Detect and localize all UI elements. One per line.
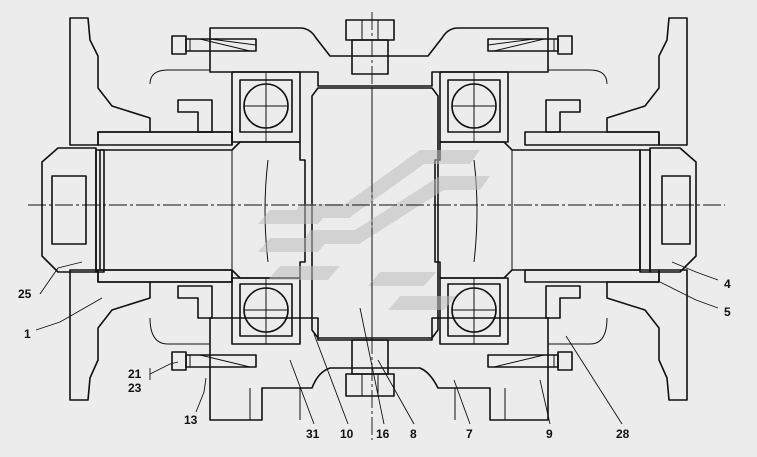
callout-23: 23 <box>128 381 142 395</box>
plugs <box>345 19 395 397</box>
callout-31: 31 <box>306 427 320 441</box>
callout-16: 16 <box>376 427 390 441</box>
seals <box>149 69 608 345</box>
callout-28: 28 <box>616 427 630 441</box>
callout-4: 4 <box>724 277 731 291</box>
right-end-cap <box>639 147 697 273</box>
callout-labels: 25 1 4 5 21 23 13 31 10 16 8 7 9 28 <box>18 277 731 441</box>
left-flange <box>69 17 233 401</box>
callout-25: 25 <box>18 287 32 301</box>
shaft <box>99 141 641 279</box>
callout-13: 13 <box>184 413 198 427</box>
callout-21: 21 <box>128 367 142 381</box>
center-lines <box>28 12 725 440</box>
callout-7: 7 <box>466 427 473 441</box>
callout-9: 9 <box>546 427 553 441</box>
left-end-cap <box>41 147 105 273</box>
bolts <box>171 35 573 371</box>
callout-1: 1 <box>24 327 31 341</box>
callout-5: 5 <box>724 305 731 319</box>
callout-8: 8 <box>410 427 417 441</box>
callout-10: 10 <box>340 427 354 441</box>
watermark-logo <box>258 150 490 310</box>
leader-lines <box>35 261 719 425</box>
